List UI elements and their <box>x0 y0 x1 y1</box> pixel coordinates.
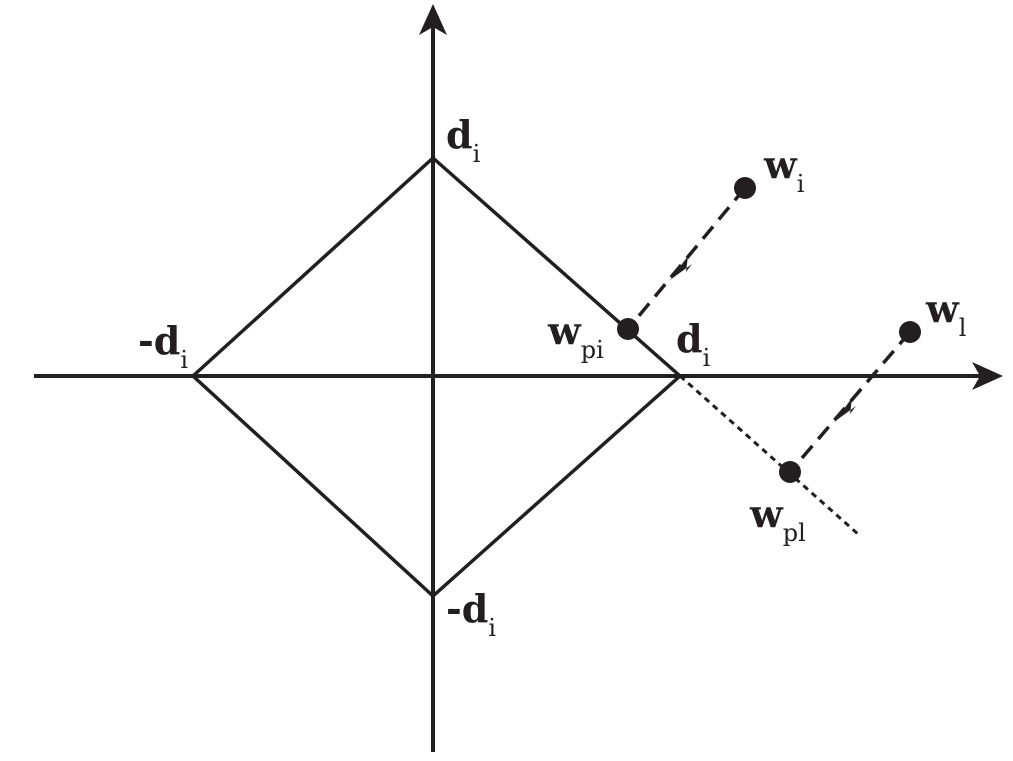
label-w-i: wi <box>763 142 805 198</box>
projection-arrow-wi <box>670 256 692 280</box>
point-w-pl <box>779 461 801 483</box>
l1-diamond <box>190 155 683 599</box>
projection-path-wi <box>626 186 747 331</box>
projection-path-wl <box>788 330 912 474</box>
y-axis-arrowhead <box>419 4 447 35</box>
x-axis-arrowhead <box>972 362 1003 390</box>
projection-arrow-wl <box>834 398 856 422</box>
label-w-l: wl <box>925 286 966 342</box>
label-d-top: di <box>446 112 481 168</box>
label-d-right: di <box>676 316 711 372</box>
label-w-pl: wpl <box>749 491 806 547</box>
point-w-l <box>899 321 921 343</box>
label-w-pi: wpi <box>547 308 604 364</box>
point-w-pi <box>617 318 639 340</box>
point-w-i <box>734 177 756 199</box>
label-neg-d-left: -di <box>138 318 188 374</box>
edge-extension-dotted <box>679 374 859 536</box>
label-neg-d-bottom: -di <box>446 586 496 642</box>
